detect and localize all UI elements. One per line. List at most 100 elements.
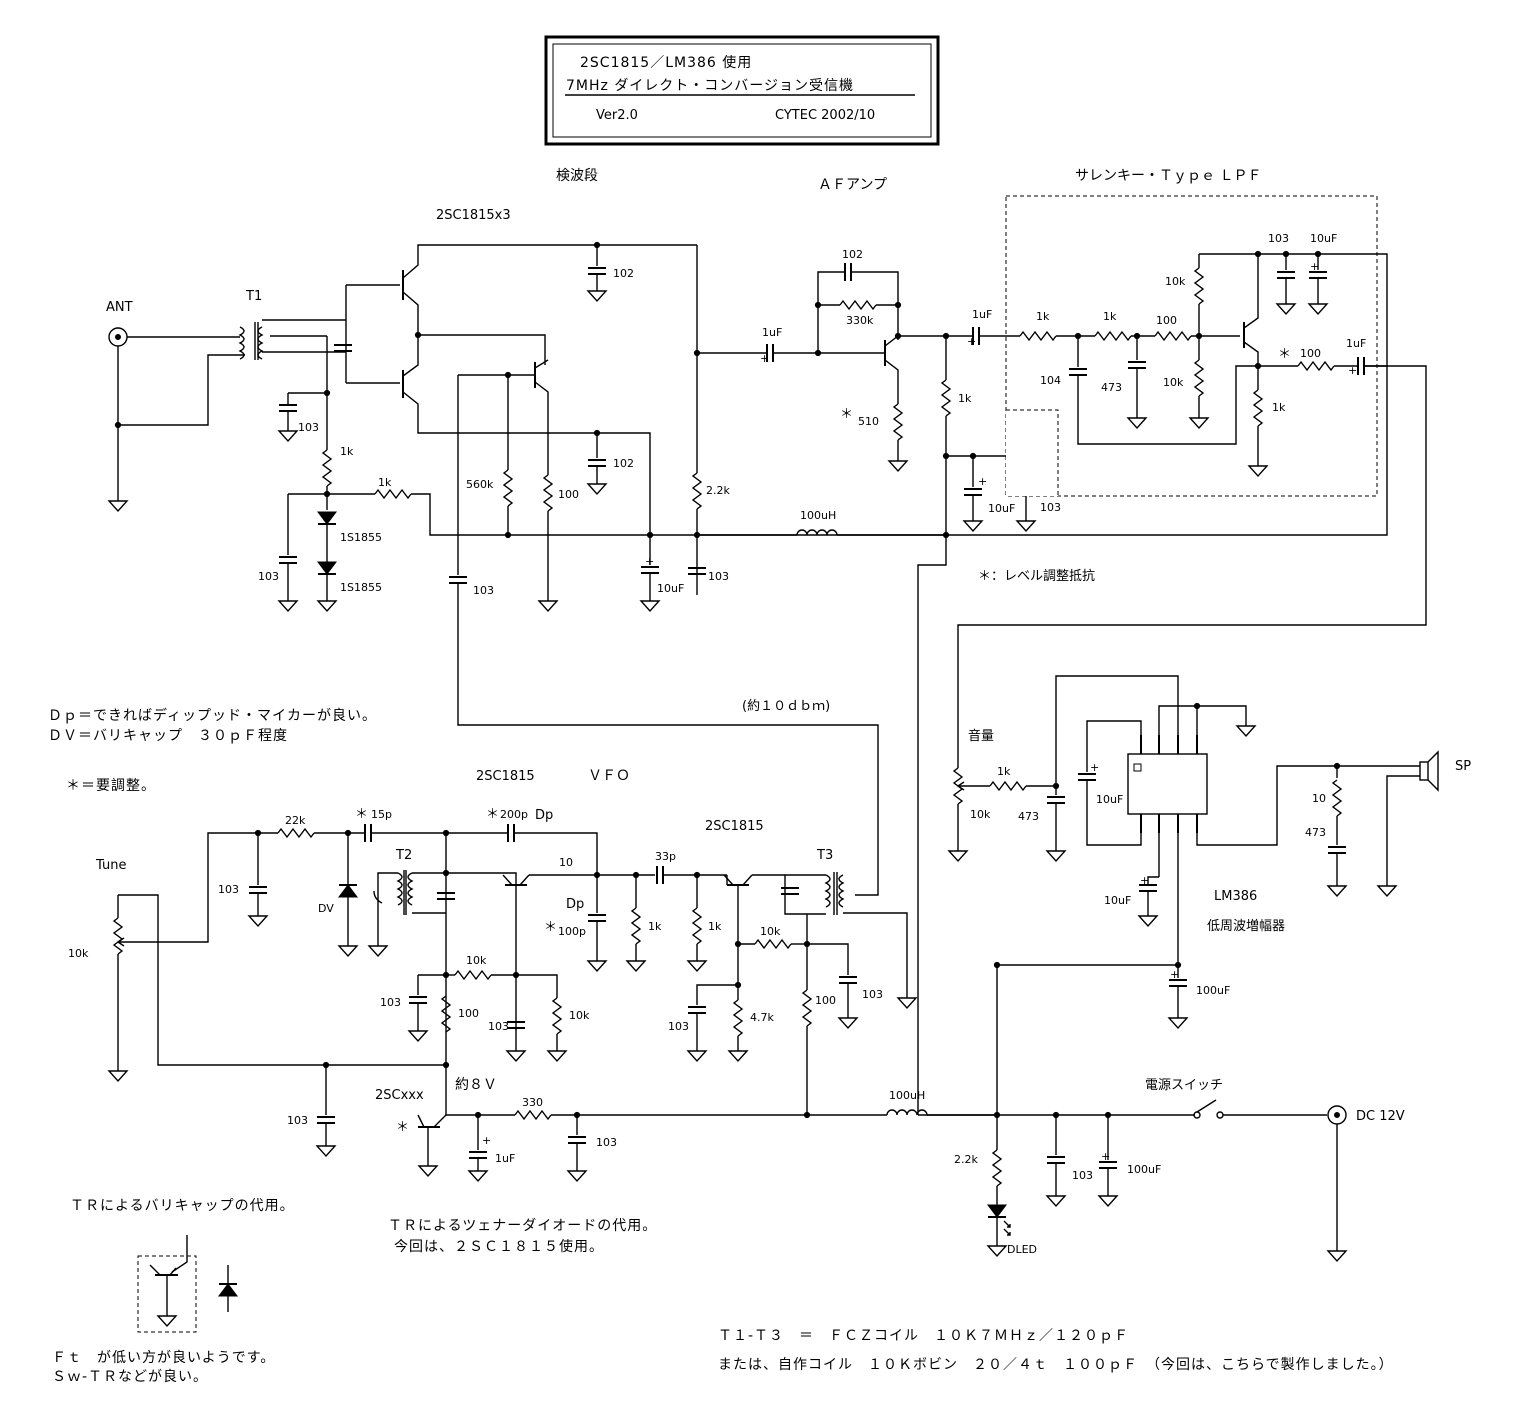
- component-label: 473: [1305, 826, 1326, 839]
- component-label: 1k: [1272, 401, 1286, 414]
- 2scxxx-label: 2SCxxx: [375, 1088, 424, 1103]
- component-label: 1k: [708, 920, 722, 933]
- svg-text:+: +: [978, 475, 987, 488]
- component-label: 103: [668, 1020, 689, 1033]
- component-label: 10uF: [1310, 232, 1337, 245]
- component-label: 10k: [970, 808, 991, 821]
- dp-label: Dp: [535, 808, 553, 823]
- ft-note-1: Ｆｔ が低い方が良いようです。: [52, 1350, 275, 1366]
- component-label: 1k: [958, 392, 972, 405]
- component-label: 103: [1072, 1169, 1093, 1182]
- svg-text:+: +: [967, 335, 976, 348]
- dc-input-label: DC 12V: [1356, 1109, 1405, 1124]
- component-label: 103: [596, 1136, 617, 1149]
- component-label: 103: [473, 584, 494, 597]
- component-label: 100: [458, 1007, 479, 1020]
- component-label: 2.2k: [954, 1153, 978, 1166]
- component-label: 1k: [648, 920, 662, 933]
- component-label: 102: [613, 457, 634, 470]
- component-label: 10k: [1165, 275, 1186, 288]
- ant-label: ANT: [106, 300, 133, 315]
- component-label: ＊: [486, 807, 499, 822]
- svg-text:+: +: [1310, 260, 1319, 273]
- transformer-t1: T1: [238, 289, 346, 360]
- component-label: 103: [298, 421, 319, 434]
- title-line2: 7MHz ダイレクト・コンバージョン受信機: [566, 78, 854, 94]
- component-label: 100: [1156, 314, 1177, 327]
- component-label: 103: [258, 570, 279, 583]
- approx-10dbm-label: (約１０ｄｂｍ): [742, 699, 830, 714]
- tr-zener-note-1: ＴＲによるツェナーダイオードの代用。: [388, 1218, 657, 1234]
- power-switch-icon: [1193, 1099, 1224, 1119]
- component-label: 1uF: [972, 308, 992, 321]
- sallen-key-lpf: + 1uF 1k 1k 100 104 473 10k 10k: [957, 195, 1427, 768]
- svg-text:+: +: [1101, 1150, 1110, 1163]
- lm386-amplifier: 音量 10k 1k 473 + 10uF: [948, 675, 1471, 1029]
- adjust-note: ＊＝要調整。: [66, 778, 156, 794]
- component-label: 4.7k: [750, 1011, 774, 1024]
- component-label: 1S1855: [340, 581, 382, 594]
- component-label: Dp: [566, 897, 584, 912]
- component-label: 100: [558, 488, 579, 501]
- component-label: 330: [522, 1096, 543, 1109]
- regulator-8v: 103 2SCxxx ＊ 約８Ｖ + 1uF 330 103 100uH: [287, 961, 1405, 1262]
- component-label: 100: [815, 994, 836, 1007]
- svg-text:+: +: [1140, 874, 1149, 887]
- component-label: 2.2k: [706, 484, 730, 497]
- lm386-description: 低周波増幅器: [1207, 919, 1285, 934]
- component-label: 560k: [466, 478, 494, 491]
- title-line1: 2SC1815／LM386 使用: [580, 54, 752, 71]
- component-label: 473: [1018, 810, 1039, 823]
- component-label: ＊: [544, 920, 557, 935]
- component-label: 510: [858, 415, 879, 428]
- coil-note-1: Ｔ１-Ｔ３ ＝ ＦＣＺコイル １０Ｋ７ＭＨｚ／１２０ｐＦ: [718, 1328, 1129, 1344]
- component-label: 100: [1300, 347, 1321, 360]
- component-label: ＊: [355, 807, 368, 822]
- component-label: 10: [1312, 792, 1326, 805]
- component-label: 10k: [1163, 376, 1184, 389]
- component-label: 22k: [285, 814, 306, 827]
- component-label: 1k: [340, 445, 354, 458]
- component-label: ＊: [1278, 347, 1291, 362]
- component-label: 102: [842, 248, 863, 261]
- dv-note: ＤＶ＝バリキャップ ３０ｐＦ程度: [48, 728, 288, 744]
- component-label: 104: [1040, 374, 1061, 387]
- tune-label: Tune: [95, 858, 126, 873]
- sp-label: SP: [1455, 759, 1471, 774]
- lm386-label: LM386: [1214, 889, 1257, 904]
- vfo-heading: ＶＦＯ: [588, 768, 630, 784]
- component-label: 33p: [655, 850, 676, 863]
- buffer-transistor-label: 2SC1815: [705, 819, 764, 834]
- component-label: 10uF: [988, 502, 1015, 515]
- title-author-date: CYTEC 2002/10: [775, 108, 875, 123]
- af-amp-heading: ＡＦアンプ: [818, 177, 887, 193]
- power-switch-label: 電源スイッチ: [1145, 1078, 1223, 1093]
- dp-note: Ｄｐ＝できればディップッド・マイカーが良い。: [48, 707, 377, 724]
- svg-text:+: +: [1170, 968, 1179, 981]
- component-label: ＊: [396, 1120, 409, 1135]
- t1-network: 103 1k 1k 103 1S1855 1S1855: [258, 284, 945, 612]
- antenna-input: ANT: [106, 300, 245, 512]
- component-label: 103: [708, 570, 729, 583]
- t1-label: T1: [245, 289, 262, 304]
- tr-varicap-inset: ＴＲによるバリキャップの代用。 Ｆｔ が低い方が良いようです。 Ｓｗ-ＴＲなどが…: [52, 1198, 294, 1385]
- component-label: 10k: [68, 947, 89, 960]
- component-label: 1k: [1036, 310, 1050, 323]
- component-label: 10k: [760, 925, 781, 938]
- component-label: T3: [816, 848, 833, 863]
- ft-note-2: Ｓｗ-ＴＲなどが良い。: [52, 1369, 208, 1385]
- detector-transistors: 103 560k 100 102 102 2.2k +: [402, 241, 879, 896]
- component-label: 102: [613, 267, 634, 280]
- transformer-t3: T3: [780, 848, 917, 1009]
- component-label: 10uF: [1096, 793, 1123, 806]
- dv-label: DV: [318, 902, 334, 915]
- title-box: 2SC1815／LM386 使用 7MHz ダイレクト・コンバージョン受信機 V…: [544, 35, 940, 146]
- component-label: 103: [862, 988, 883, 1001]
- lpf-dashed-box: [1005, 195, 1378, 497]
- svg-text:+: +: [760, 352, 769, 365]
- component-label: 103: [1040, 501, 1061, 514]
- title-version: Ver2.0: [596, 108, 638, 123]
- component-label: 100uH: [800, 509, 836, 522]
- component-label: 103: [218, 883, 239, 896]
